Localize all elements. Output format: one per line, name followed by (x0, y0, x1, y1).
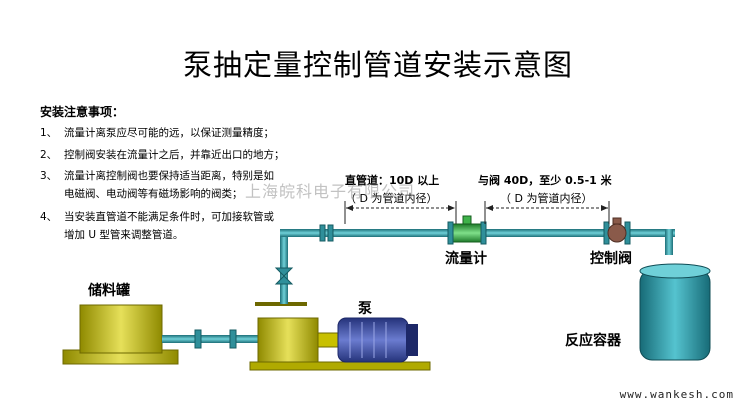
note-item: 1、流量计离泵应尽可能的远，以保证测量精度； (40, 127, 274, 139)
reactor-vessel (639, 263, 711, 361)
pump-label: 泵 (358, 301, 372, 317)
note-item: 3、流量计离控制阀也要保持适当距离，特别是如 电磁阀、电动阀等有磁场影响的阀类； (40, 170, 274, 200)
riser-pipe (274, 234, 294, 304)
reactor-label: 反应容器 (565, 333, 621, 349)
control-valve-label: 控制阀 (590, 251, 632, 267)
control-valve (603, 217, 631, 245)
valve-distance-note: （ D 为管道内径） (500, 192, 593, 205)
page-title: 泵抽定量控制管道安装示意图 (182, 48, 573, 82)
note-item: 4、当安装直管道不能满足条件时，可加接软管或 增加 U 型管来调整管道。 (40, 211, 274, 241)
straight-pipe-note: （ D 为管道内径） (345, 192, 438, 205)
flowmeter-label: 流量计 (445, 251, 487, 267)
motor (337, 317, 418, 363)
notes-heading: 安装注意事项： (40, 105, 125, 119)
flowmeter (447, 215, 487, 245)
storage-tank (62, 304, 179, 365)
storage-tank-label: 储料罐 (88, 283, 130, 299)
website-url: www.wankesh.com (619, 388, 734, 401)
inlet-pipe (162, 329, 262, 349)
note-item: 2、控制阀安装在流量计之后，并靠近出口的地方； (40, 149, 285, 161)
watermark: 上海皖科电子有限公司 (245, 182, 416, 201)
straight-pipe-label: 直管道：10D 以上 (345, 174, 440, 187)
valve-distance-label: 与阀 40D，至少 0.5-1 米 (478, 174, 612, 187)
valve-distance-dimension (484, 201, 610, 224)
straight-pipe-dimension (344, 201, 457, 224)
